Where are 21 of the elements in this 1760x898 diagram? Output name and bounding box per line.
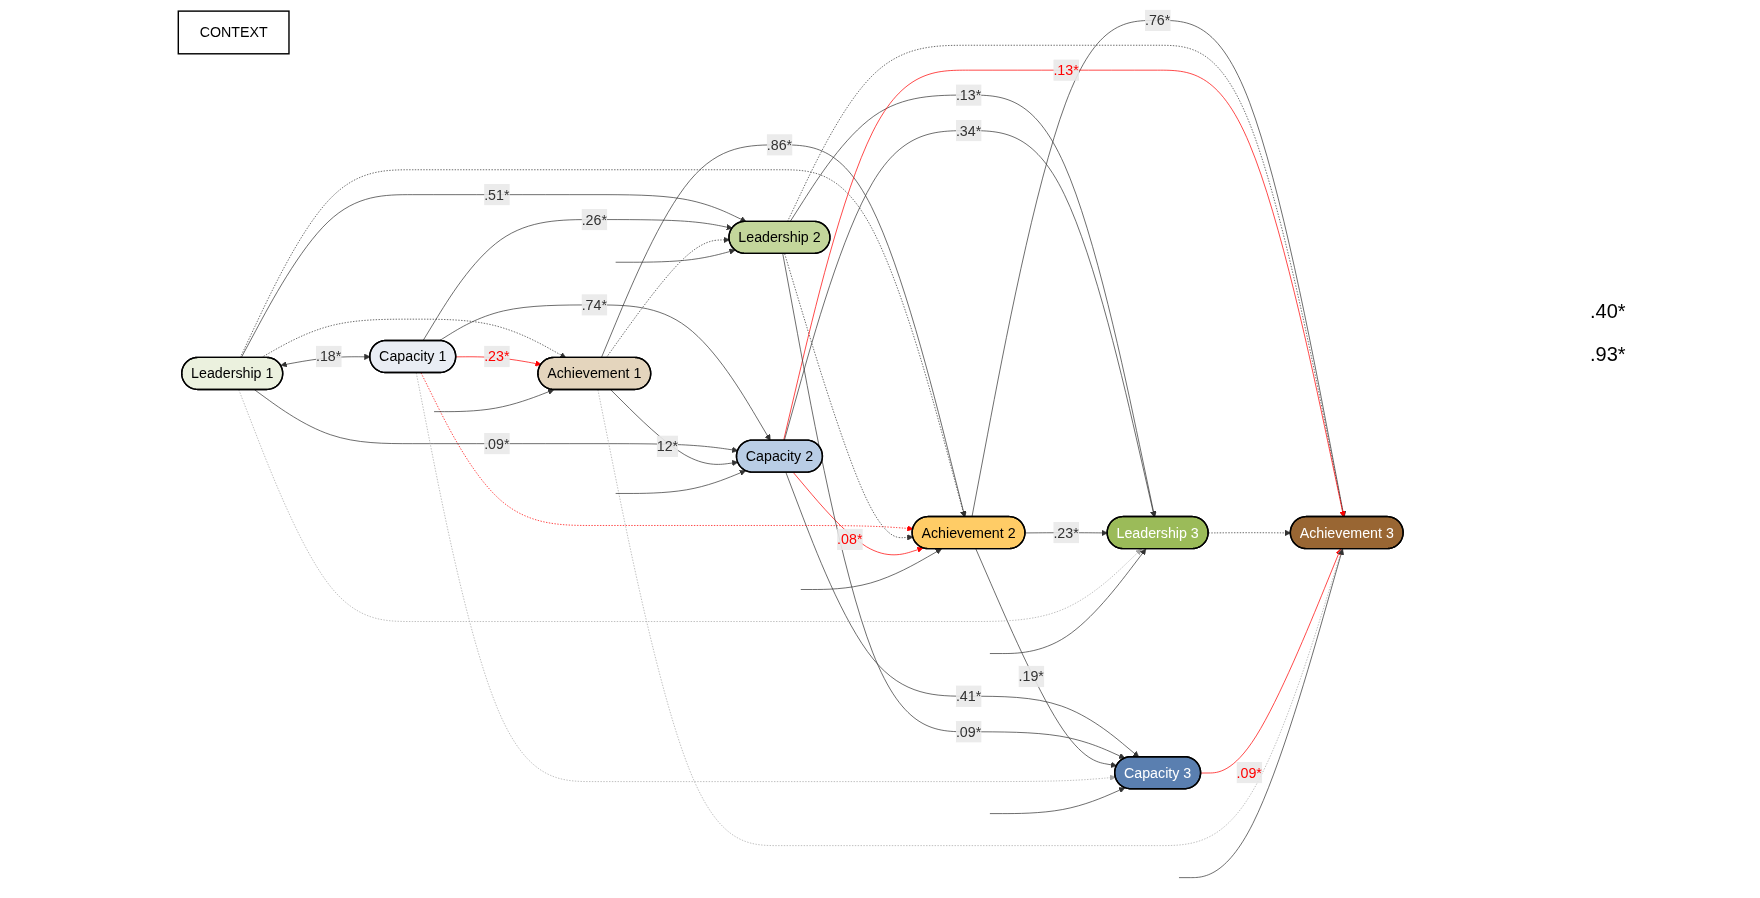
edge-label: .26* (581, 211, 607, 228)
edge-label: .18* (316, 348, 342, 365)
edge-label: .13* (955, 87, 982, 103)
edge-label: .76* (1144, 12, 1171, 29)
edge-label: .23* (484, 348, 510, 365)
edge-label: .86* (766, 137, 793, 153)
edge-label: .09* (955, 723, 982, 740)
correlation-label: .40* (1590, 300, 1627, 323)
edge-label: .74* (581, 297, 607, 313)
edge-label: .19* (1018, 668, 1044, 685)
edge-label: .08* (837, 531, 863, 548)
edge-label: .34* (955, 122, 982, 139)
edge-label: .41* (955, 688, 982, 705)
node-box: CONTEXT (177, 10, 290, 55)
edge-label: .09* (1236, 764, 1262, 781)
edge-label: .13* (1053, 62, 1079, 78)
edge-label: .51* (484, 186, 510, 203)
correlation-label: .93* (1590, 343, 1627, 366)
edge-label: 12* (656, 438, 679, 455)
edge-label: .09* (484, 435, 510, 452)
edge-label: .23* (1053, 524, 1079, 541)
